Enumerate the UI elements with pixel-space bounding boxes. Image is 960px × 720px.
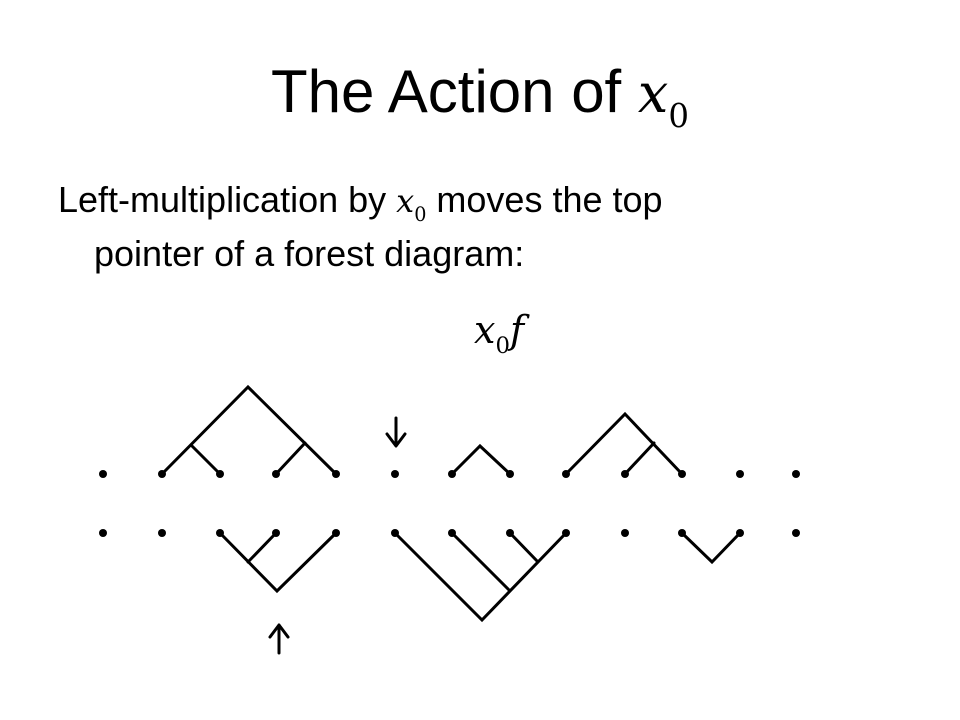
- top-forest-leaves: [99, 470, 800, 478]
- top-tree-2: [450, 443, 512, 476]
- title-text: The Action of: [271, 58, 638, 125]
- slide-title: The Action of x0: [0, 52, 960, 141]
- bottom-forest: [218, 531, 742, 623]
- diagram-label: x0f: [474, 308, 525, 360]
- top-forest: [160, 384, 684, 476]
- description-line-2: pointer of a forest diagram:: [94, 233, 525, 274]
- bottom-tree-2: [393, 531, 568, 623]
- top-tree-1: [160, 384, 338, 476]
- arrow-down-icon: [385, 416, 407, 448]
- bottom-tree-1: [218, 531, 338, 594]
- top-tree-3: [564, 411, 684, 476]
- title-subscript: 0: [668, 96, 689, 135]
- description-line-1: Left-multiplication by x0 moves the top: [58, 179, 663, 226]
- arrow-up-icon: [268, 623, 290, 655]
- title-variable: x0: [637, 62, 689, 135]
- description-text: Left-multiplication by x0 moves the top …: [58, 176, 918, 278]
- bottom-forest-leaves: [99, 529, 800, 537]
- bottom-tree-3: [680, 531, 742, 565]
- description-variable: x0: [396, 182, 427, 226]
